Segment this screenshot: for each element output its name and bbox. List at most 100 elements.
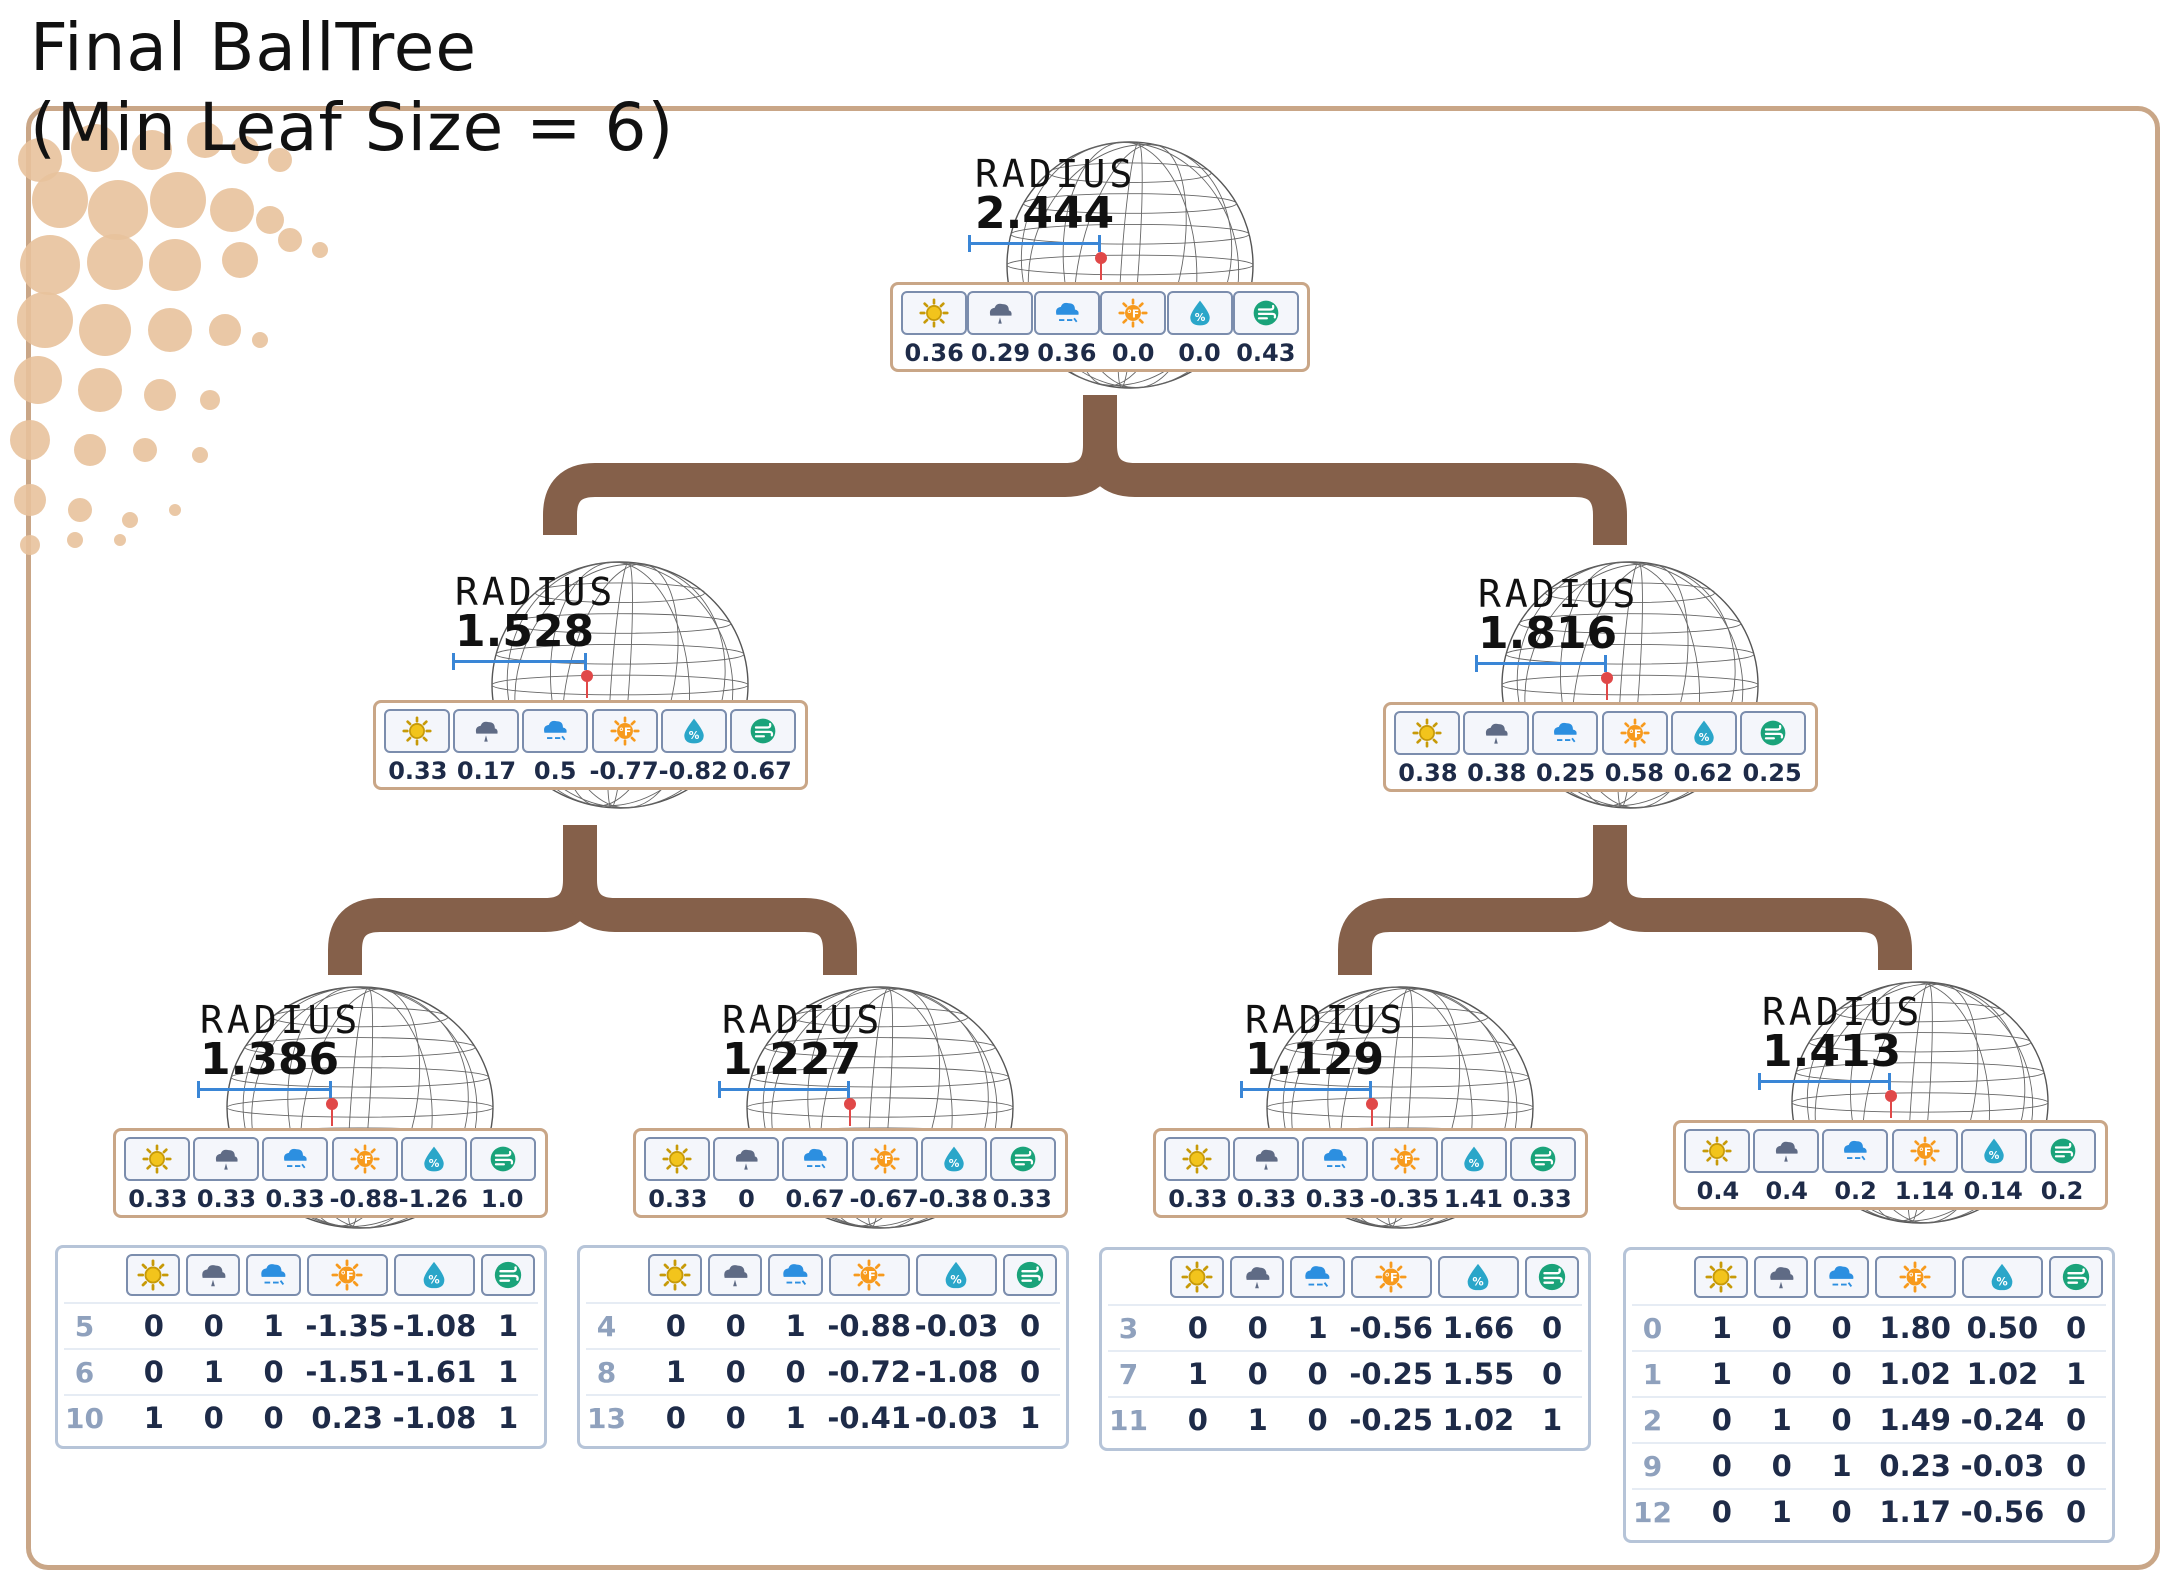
radius-label: RADIUS (200, 998, 362, 1042)
node-globe (745, 985, 1015, 1230)
table-cell: -0.88 (827, 1309, 911, 1343)
table-cell: 1 (497, 1309, 519, 1343)
sun-icon (401, 716, 432, 746)
decorative-dot (222, 242, 258, 278)
table-cell: 0 (1247, 1311, 1268, 1345)
radius-value: 1.227 (722, 1034, 862, 1085)
humidity-drop-icon: % (1467, 1263, 1489, 1291)
table-cell: -0.41 (827, 1401, 911, 1435)
centroid-pin-line (1890, 1100, 1892, 1118)
svg-text:°F: °F (1384, 1272, 1397, 1285)
centroid-value: 0.4 (1696, 1177, 1740, 1205)
wind-icon (751, 718, 776, 744)
centroid-value: -0.35 (1369, 1185, 1439, 1213)
table-cell: 1 (1711, 1311, 1732, 1345)
table-cell: 0 (263, 1401, 284, 1435)
feature-icon-cell (712, 1137, 779, 1181)
table-cell: 0.23 (311, 1401, 383, 1435)
wind-icon (1761, 720, 1786, 746)
radius-label: RADIUS (1762, 990, 1924, 1034)
feature-icon-cell (452, 709, 519, 753)
centroid-pin-line (1606, 682, 1608, 700)
centroid-value: 1.0 (480, 1185, 524, 1213)
svg-text:°F: °F (1908, 1272, 1921, 1285)
decorative-dot (209, 314, 241, 346)
centroid-pin (844, 1098, 856, 1110)
table-cell: 0 (725, 1355, 746, 1389)
node-globe (1790, 980, 2050, 1225)
centroid-pin (1601, 672, 1613, 684)
centroid-value: 0.33 (648, 1185, 708, 1213)
table-cell: 1 (263, 1309, 284, 1343)
humidity-drop-icon: % (684, 718, 704, 744)
decorative-dot-pattern (10, 122, 328, 555)
leaf-header-icon-cell (1814, 1256, 1869, 1298)
feature-icon-cell (1163, 1137, 1230, 1181)
table-cell: 1 (1711, 1357, 1732, 1391)
rain-cloud-icon (990, 303, 1013, 324)
centroid-value: 0.62 (1673, 759, 1733, 787)
tree-edge (543, 395, 1117, 535)
table-cell: 0 (1831, 1311, 1852, 1345)
decorative-dot (68, 498, 92, 522)
rain-cloud-icon (475, 721, 498, 742)
row-index: 7 (1118, 1357, 1139, 1391)
table-cell: 1 (1771, 1403, 1792, 1437)
feature-icon-cell: % (1441, 1137, 1508, 1181)
table-cell: 0.23 (1879, 1449, 1951, 1483)
wind-icon (2062, 1263, 2090, 1291)
radius-bar (1758, 1073, 1891, 1090)
leaf-header-icon-cell (1169, 1256, 1224, 1298)
feature-icon-cell (782, 1137, 849, 1181)
table-cell: 0 (1019, 1309, 1041, 1343)
feature-icon-cell (1462, 711, 1529, 755)
svg-text:%: % (1699, 732, 1710, 744)
wind-icon (1253, 300, 1279, 326)
table-cell: 0 (2065, 1495, 2087, 1529)
decorative-dot (88, 180, 148, 240)
table-cell: -1.08 (914, 1355, 999, 1389)
leaf-header-icon-cell: % (1437, 1256, 1519, 1298)
table-cell: 1 (497, 1401, 519, 1435)
leaf-header-icon-cell (125, 1254, 180, 1296)
decorative-dot (150, 172, 206, 228)
radius-bar (968, 235, 1101, 252)
centroid-value: 0.29 (970, 339, 1031, 367)
wind-icon (1011, 1146, 1036, 1172)
feature-icon-cell: °F (851, 1137, 918, 1181)
table-cell: 0 (1711, 1449, 1732, 1483)
feature-icon-cell (643, 1137, 710, 1181)
sun-icon (137, 1259, 169, 1291)
leaf-header-icon-cell: °F (1874, 1256, 1956, 1298)
centroid-value: 0.58 (1604, 759, 1664, 787)
feature-icon-cell (1510, 1137, 1577, 1181)
table-cell: -1.51 (305, 1355, 389, 1389)
table-cell: 1.02 (1879, 1357, 1951, 1391)
table-cell: 0 (1307, 1403, 1328, 1437)
leaf-header-icon-cell (1693, 1256, 1748, 1298)
leaf-header-icon-cell: % (1961, 1256, 2043, 1298)
wind-icon (1016, 1261, 1044, 1289)
decorative-dot (78, 368, 122, 412)
row-index: 0 (1642, 1311, 1663, 1345)
row-index: 10 (65, 1401, 105, 1435)
leaf-header-icon-cell (480, 1254, 535, 1296)
table-cell: 0 (2065, 1403, 2087, 1437)
humidity-drop-icon: % (944, 1146, 964, 1172)
svg-text:°F: °F (1918, 1146, 1931, 1158)
table-cell: 1 (203, 1355, 224, 1389)
decorative-dot (114, 534, 126, 546)
feature-icon-cell: % (661, 709, 728, 753)
feature-icon-cell (1033, 291, 1100, 335)
radius-label: RADIUS (722, 998, 884, 1042)
centroid-value: 0.33 (1168, 1185, 1228, 1213)
centroid-pin-line (1371, 1108, 1373, 1126)
decorative-dot (312, 242, 328, 258)
